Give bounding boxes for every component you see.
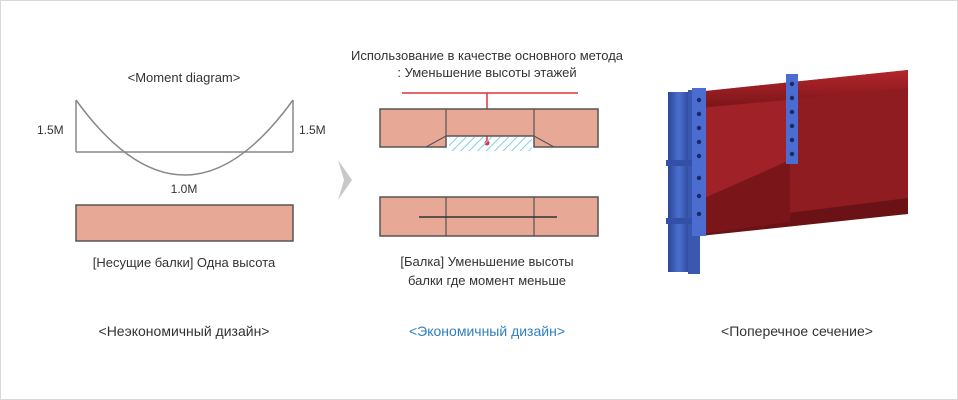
usage-note-line2: : Уменьшение высоты этажей (397, 65, 577, 80)
beam-label-line2: балки где момент меньше (408, 273, 566, 288)
uneconomical-caption: <Неэкономичный дизайн> (98, 323, 270, 339)
beam-label-line1: [Балка] Уменьшение высоты (400, 254, 574, 269)
cross-section-caption: <Поперечное сечение> (721, 323, 873, 339)
moment-right-value: 1.5M (299, 123, 326, 137)
spliced-beam (379, 196, 599, 237)
economical-caption: <Экономичный дизайн> (409, 323, 565, 339)
steel-connection-illustration (666, 70, 908, 274)
usage-note-line1: Использование в качестве основного метод… (350, 48, 624, 63)
uniform-beam-label: [Несущие балки] Одна высота (92, 255, 276, 270)
height-reduction-hatch (449, 137, 532, 151)
chevron-right-icon (338, 160, 352, 200)
moment-curve (75, 99, 294, 176)
moment-diagram (75, 99, 294, 176)
moment-diagram-title: <Moment diagram> (127, 70, 241, 85)
moment-left-value: 1.5M (37, 123, 64, 137)
uniform-beam (75, 204, 294, 242)
moment-mid-value: 1.0M (170, 182, 198, 196)
reduced-height-beam (379, 108, 599, 151)
